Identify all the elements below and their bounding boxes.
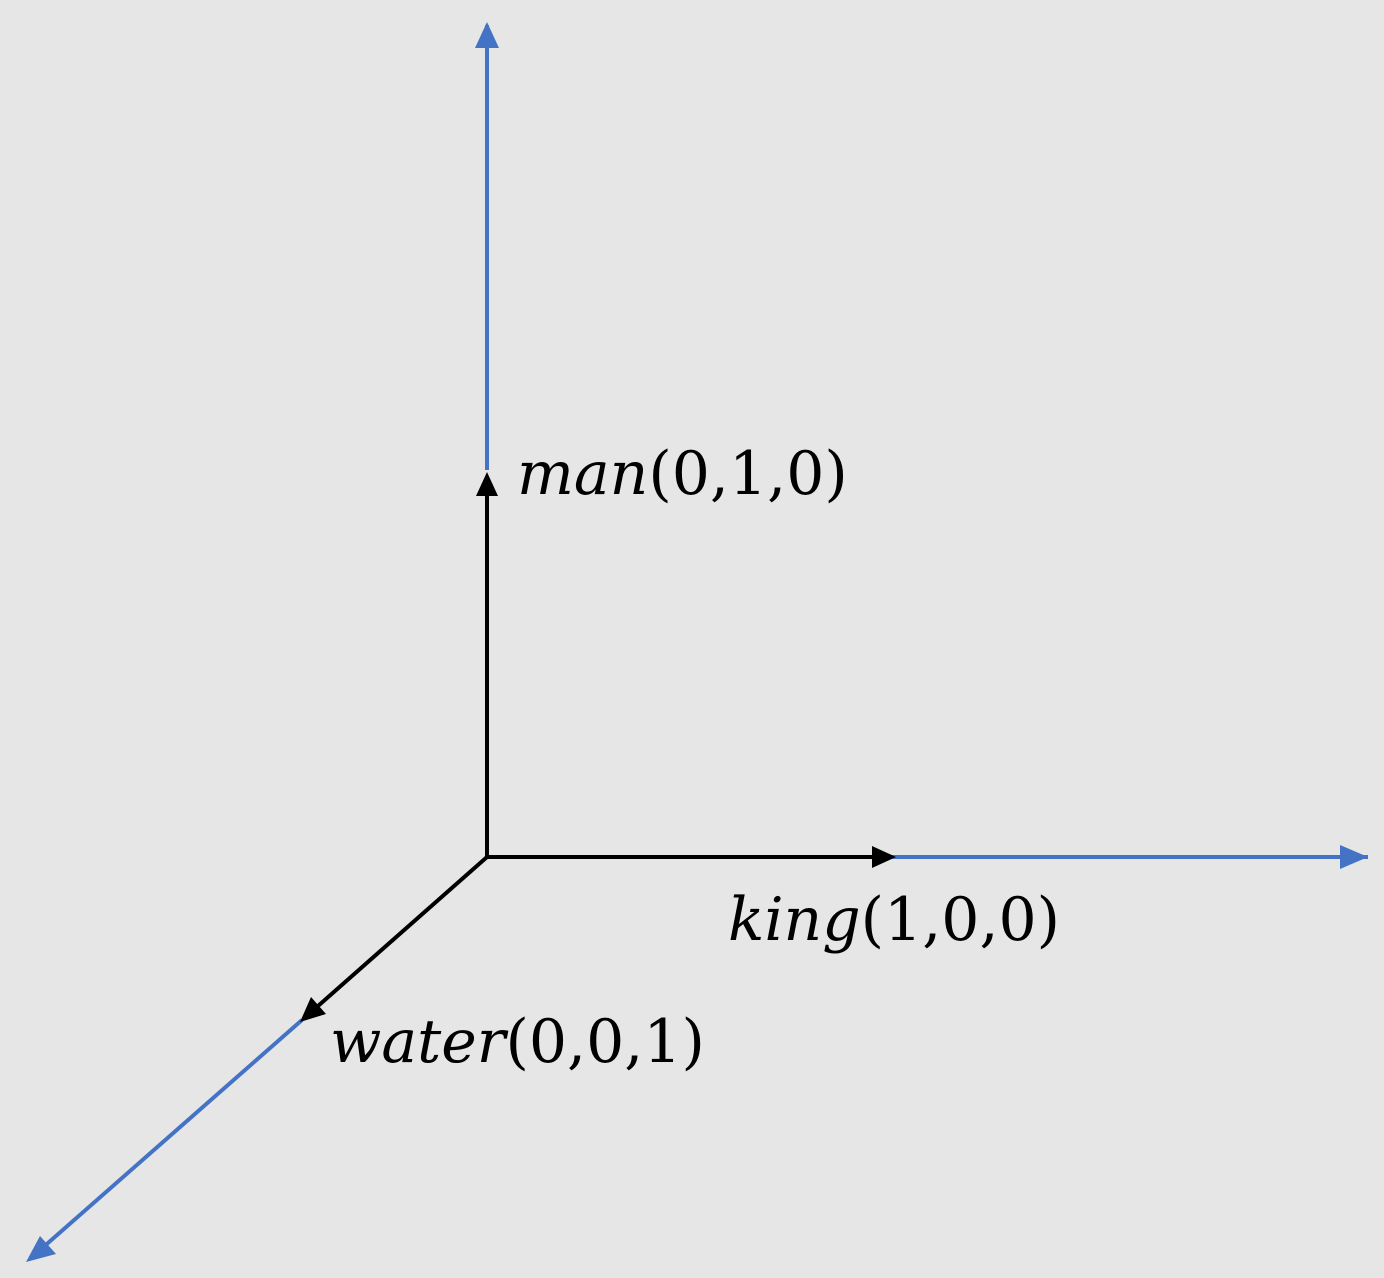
label-king-coords: (1,0,0)	[861, 885, 1060, 955]
label-man-word: man	[517, 439, 648, 509]
label-water-coords: (0,0,1)	[505, 1007, 704, 1077]
z-axis-arrowhead	[26, 1236, 56, 1262]
label-man: man(0,1,0)	[517, 439, 848, 509]
vector-water	[316, 855, 489, 1008]
label-king: king(1,0,0)	[728, 885, 1060, 955]
label-water: water(0,0,1)	[330, 1007, 705, 1077]
vector-water-arrowhead	[300, 997, 326, 1022]
y-axis-arrowhead	[475, 22, 499, 48]
label-king-word: king	[728, 885, 861, 955]
label-water-word: water	[330, 1007, 509, 1077]
vector-man-arrowhead	[476, 472, 498, 496]
x-axis-arrowhead	[1340, 845, 1368, 869]
z-axis-extension	[38, 1018, 304, 1252]
vector-king-arrowhead	[872, 846, 896, 868]
label-man-coords: (0,1,0)	[648, 439, 847, 509]
